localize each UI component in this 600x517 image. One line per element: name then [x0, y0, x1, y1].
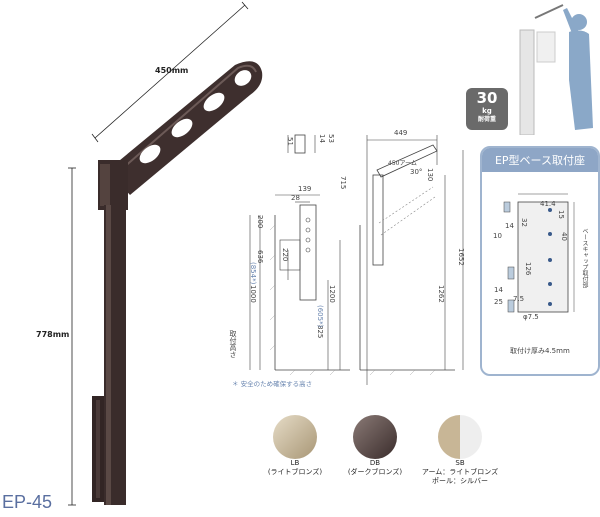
dim-14: 14	[318, 134, 326, 143]
dim-130: 130	[426, 168, 434, 182]
dim-636: 636	[256, 250, 264, 264]
product-illustration	[68, 1, 263, 506]
model-name: EP-45	[2, 492, 53, 512]
height-label: 778mm	[36, 330, 70, 339]
dim-1652: 1652	[457, 248, 465, 266]
load-unit: kg	[482, 107, 492, 115]
swatch-db: DB (ダークブロンズ)	[340, 415, 410, 477]
dim-449: 449	[394, 129, 408, 137]
dim-14-top: 14	[505, 222, 514, 230]
dim-715: 715	[339, 176, 347, 190]
angle-30: 30°	[410, 168, 423, 176]
dim-41-4: 41.4	[540, 200, 556, 208]
swatch-lb: LB (ライトブロンズ)	[265, 415, 325, 477]
hole-dia: φ7.5	[523, 313, 539, 321]
load-badge: 30 kg 耐荷重	[466, 88, 508, 130]
dim-40-a: 40	[560, 232, 568, 241]
swatch-sb-name: アーム：ライトブロンズ	[421, 468, 499, 476]
dim-15: 15	[557, 210, 565, 219]
dim-825: 825	[316, 325, 324, 339]
dim-53: 53	[327, 134, 335, 143]
person-illustration	[519, 4, 593, 135]
dim-1000: 1000	[249, 285, 257, 303]
swatch-sb-circle	[438, 415, 482, 459]
dim-1262: 1262	[437, 285, 445, 303]
dim-7-5: 7.5	[513, 295, 525, 303]
load-value: 30	[476, 89, 498, 107]
swatch-db-code: DB	[369, 459, 381, 467]
finish-swatches: LB (ライトブロンズ) DB (ダークブロンズ) SB アーム：ライトブロンズ…	[255, 415, 505, 515]
dim-51: 51	[286, 137, 294, 146]
dim-10-top: 10	[493, 232, 502, 240]
front-view-drawing	[359, 135, 464, 385]
dim-1200: 1200	[328, 285, 336, 303]
dim-25: 25	[494, 298, 503, 306]
dim-126: 126	[524, 262, 532, 276]
dim-28: 28	[291, 194, 300, 202]
swatch-db-name: (ダークブロンズ)	[347, 468, 403, 476]
safety-note: ＊ 安全のため確保する高さ	[232, 380, 313, 388]
base-panel-title: EP型ベース取付座	[482, 148, 598, 172]
dim-14-low: 14	[494, 286, 503, 294]
dim-825-note: (605*)	[316, 305, 324, 328]
swatch-sb-name2: ポール：シルバー	[432, 477, 488, 485]
swatch-lb-circle	[273, 415, 317, 459]
dim-32: 32	[520, 218, 528, 227]
load-caption: 耐荷重	[477, 116, 496, 123]
mount-height-label: 取付高さ	[229, 330, 237, 358]
swatch-lb-code: LB	[290, 459, 300, 467]
dim-200: 200	[256, 215, 264, 229]
mount-thickness-note: 取付け厚み4.5mm	[510, 347, 570, 355]
dim-220: 220	[281, 248, 289, 262]
dim-1000-note: (854*)	[249, 262, 257, 285]
base-cap-note: ベースキャップ取付部	[581, 228, 588, 288]
swatch-db-circle	[353, 415, 397, 459]
swatch-lb-name: (ライトブロンズ)	[267, 468, 323, 476]
swatch-sb-code: SB	[455, 459, 465, 467]
side-view-drawing	[249, 134, 350, 376]
base-mount-panel: EP型ベース取付座	[480, 146, 600, 376]
base-mount-drawing	[503, 193, 575, 313]
dim-139: 139	[298, 185, 312, 193]
arm-450-label: 450アーム	[388, 160, 417, 167]
arm-length-label: 450mm	[155, 66, 189, 75]
swatch-sb: SB アーム：ライトブロンズ ポール：シルバー	[415, 415, 505, 486]
